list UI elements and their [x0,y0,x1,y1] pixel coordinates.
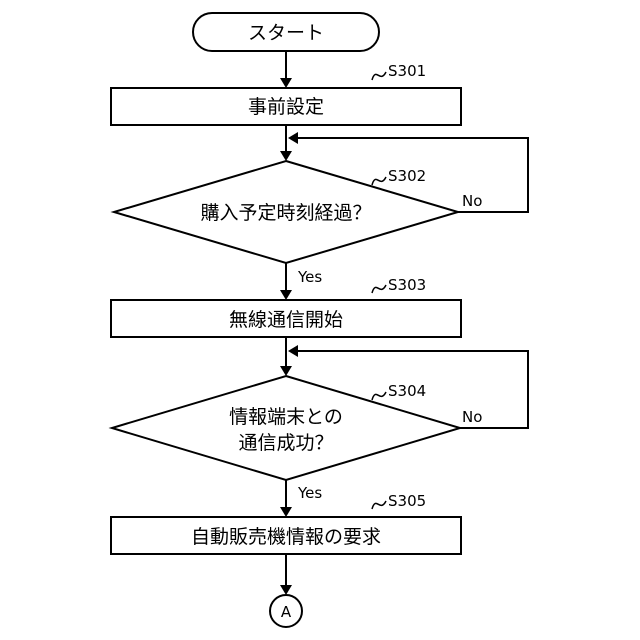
connector-a: A [270,595,302,627]
start-terminal: スタート [193,13,379,51]
s304-label-line2: 通信成功？ [238,432,333,454]
s301-step-id: S301 [388,62,426,80]
start-label: スタート [248,22,324,44]
s301-leader [372,72,386,80]
s305-step-id: S305 [388,492,426,510]
s304-leader [372,392,386,400]
arrow-s305-to-connector [280,554,292,595]
s304-no-label: No [462,408,482,426]
s302-leader [372,177,386,185]
connector-label: A [281,603,292,621]
s303-step-id: S303 [388,276,426,294]
s302-yes-label: Yes [297,268,322,286]
decision-s304: 情報端末との 通信成功？ S304 [112,376,460,480]
s304-label-line1: 情報端末との [229,406,343,428]
arrow-s304-to-s305: Yes [280,480,322,517]
s303-leader [372,285,386,293]
arrow-s302-to-s303: Yes [280,263,322,300]
s305-leader [372,501,386,509]
s301-label: 事前設定 [248,96,324,118]
s303-label: 無線通信開始 [229,309,343,331]
arrow-s301-to-s302 [280,125,292,161]
arrow-s303-to-s304 [280,337,292,376]
decision-s302: 購入予定時刻経過？ S302 [114,161,458,263]
s304-yes-label: Yes [297,484,322,502]
s302-no-label: No [462,192,482,210]
s302-step-id: S302 [388,167,426,185]
s305-label: 自動販売機情報の要求 [191,526,381,548]
s302-label: 購入予定時刻経過？ [200,202,371,224]
arrow-start-to-s301 [280,51,292,88]
s304-step-id: S304 [388,382,426,400]
